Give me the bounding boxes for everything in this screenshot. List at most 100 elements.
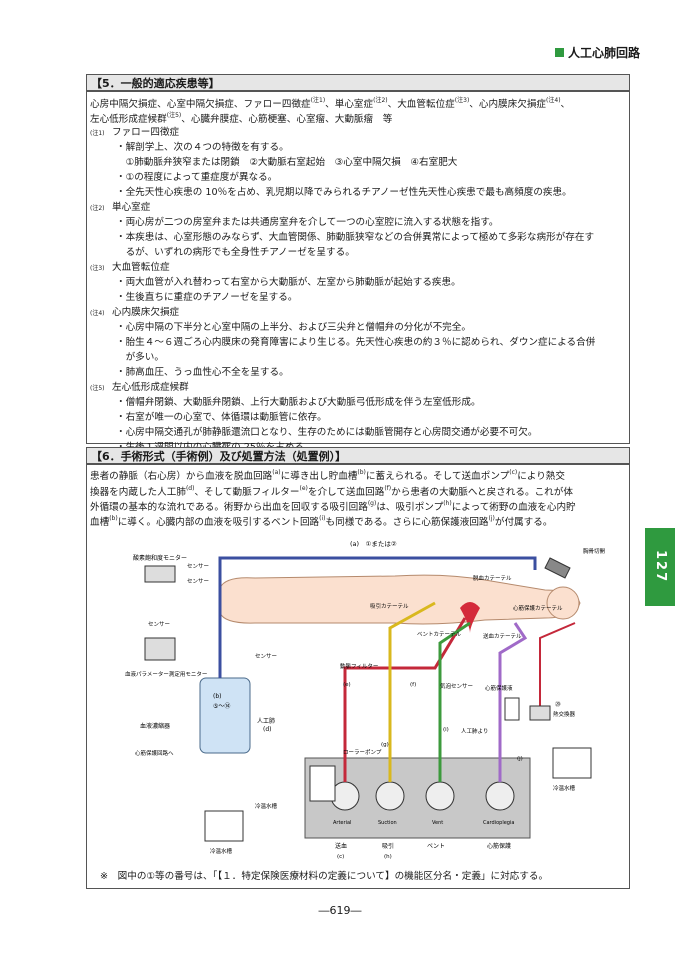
section6-para-line1: 患者の静脈（右心房）から血液を脱血回路(a)に導き出し貯血槽(b)に蓄えられる。… [90,469,565,482]
label-art-lung-from: 人工肺より [461,728,488,735]
note-line: ・両心房が二つの房室弁または共通房室弁を介して一つの心室腔に流入する状態を指す。 [116,217,499,228]
label-suction: Suction [378,820,397,826]
label-cardio-jp: 心筋保護 [487,842,511,850]
patient-body [219,574,581,625]
section6-para-line3: 外循環の基本的な流れである。術野から出血を回収する吸引回路(g)は、吸引ポンプ(… [90,500,576,513]
cardioplegia-line [498,622,528,782]
circuit-svg: (a) ①または② 酸素飽和度モニター センサー センサー センサー センサー … [125,540,611,860]
note-line: るが、いずれの病形でも全身性チアノーゼを呈する。 [116,247,355,258]
note-mark: (注2) [90,205,105,212]
sternal-saw-icon [544,557,571,579]
note-title: 心内膜床欠損症 [112,307,180,318]
label-to-cardio: 心筋保護回路へ [135,749,174,757]
section6-para-line2: 換器を内蔵した人工肺(d)、そして動脈フィルター(e)を介して送血回路(f)から… [90,485,573,498]
section6-para-line4: 血槽(b)に導く。心臓内部の血液を吸引するベント回路(i)も同様である。さらに心… [90,515,553,528]
note-title: 大血管転位症 [112,262,170,273]
green-square-icon [554,48,564,57]
note-line: ・胎生４～６週ごろ心内膜床の発育障害により生じる。先天性心疾患の約３％に認められ… [116,337,596,348]
tank-center [309,765,336,802]
note-line: ①肺動脈弁狭窄または閉鎖 ②大動脈右室起始 ③心室中隔欠損 ④右室肥大 [116,157,458,168]
note-title: 左心低形成症候群 [112,382,189,393]
note-line: ・肺高血圧、うっ血性心不全を呈する。 [116,367,289,378]
heat-exchanger [529,705,551,721]
vent-line [438,621,471,782]
label-suction-cath: 吸引カテーテル [370,602,409,610]
note-line: ・生後直ちに重症のチアノーゼを呈する。 [116,292,298,303]
page-side-tab: 127 [645,528,675,606]
label-heat-ex-num: ⑳ [555,700,561,708]
section5-heading: 【5．一般的適応疾患等】 [86,74,630,91]
drain-line [218,556,537,678]
section-title-header: 人工心肺回路 [554,44,640,61]
cardiopulmonary-bypass-diagram: (a) ①または② 酸素飽和度モニター センサー センサー センサー センサー … [105,528,611,863]
label-reservoir2: ⑤～⑭ [213,702,230,710]
label-g: (g) [381,742,389,748]
label-sensor2: センサー [187,578,209,585]
label-suction-jp: 吸引 [382,842,394,850]
label-j: (j) [517,756,523,762]
label-arterial-jp: 送血 [335,842,347,850]
label-heat-ex: 熱交換器 [553,710,576,718]
note-line: ・①の程度によって重症度が異なる。 [116,172,278,183]
note-mark: (注1) [90,130,105,137]
label-cp-cath: 心筋保護カテーテル [513,604,563,612]
label-oxygenator: 人工肺 [257,718,275,725]
note-line: ・本疾患は、心室形態のみならず、大血管関係、肺動脈狭窄などの合併異常によって極め… [116,232,595,243]
label-cold-tank1: 冷温水槽 [255,802,278,810]
label-filter: 動脈フィルター [340,662,378,670]
label-roller: ローラーポンプ [343,749,382,756]
note-line: ・全先天性心疾患の 10％を占め、乳児期以降でみられるチアノーゼ性先天性心疾患で… [116,187,572,198]
label-vent-cath: ベントカテーテル [417,631,462,638]
label-concentrator: 血液濃縮器 [140,722,170,730]
label-reservoir: (b) [213,693,222,700]
label-cold-tank3: 冷温水槽 [553,784,576,792]
label-send-cath: 送血カテーテル [483,632,522,640]
vent-pump [425,781,455,811]
label-cp-fluid: 心筋保護液 [485,684,513,692]
label-drain-cath: 脱血カテーテル [473,574,512,582]
section-title: 人工心肺回路 [567,46,640,60]
label-cardioplegia: Cardioplegia [483,820,514,826]
note-title: ファロー四徴症 [112,127,180,138]
label-top: (a) ①または② [350,540,397,548]
label-arterial-c: (c) [337,854,344,860]
send-line [343,617,467,782]
note-mark: (注5) [90,385,105,392]
note-line: ・右室が唯一の心室で、体循環は動脈管に依存。 [116,412,327,423]
suction-line [388,601,436,782]
label-monitor: 血液パラメーター測定用モニター [125,670,207,678]
note-line: ・僧帽弁閉鎖、大動脈弁閉鎖、上行大動脈および大動脈弓低形成を伴う左室低形成。 [116,397,481,408]
note-line: ・解剖学上、次の４つの特徴を有する。 [116,142,289,153]
note-line: が多い。 [116,352,164,363]
spo2-monitor [144,565,176,583]
section6-heading: 【6．手術形式（手術例）及び処置方法（処置例）】 [86,447,630,464]
label-vent-jp: ベント [427,843,445,850]
heat-line [539,622,576,708]
blood-param-monitor [144,637,176,661]
label-spo2: 酸素飽和度モニター [133,554,187,562]
cold-tank-left [204,810,244,842]
label-bubble: 気泡センサー [440,682,473,690]
label-sensor3: センサー [148,621,170,628]
note-mark: (注4) [90,310,105,317]
figure-note: ※ 図中の①等の番号は、「【１．特定保険医療材料の定義について】の機能区分名・定… [100,871,549,882]
cardioplegia-pump [485,781,515,811]
patient-head [546,586,580,620]
section6-box [86,464,630,889]
label-i: (i) [443,727,449,733]
venous-reservoir [199,677,251,754]
label-vent: Vent [432,820,443,826]
section5-box [86,91,630,444]
cp-fluid-bag [504,697,520,721]
suction-pump [375,781,405,811]
note-line: ・心房中隔の下半分と心室中隔の上半分、および三尖弁と僧帽弁の分化が不完全。 [116,322,471,333]
label-sensor-b: センサー [255,653,277,660]
label-suction-h: (h) [384,854,392,860]
heart-icon [460,602,480,633]
section5-intro-line1: 心房中隔欠損症、心室中隔欠損症、ファロー四徴症(注1)、単心室症(注2)、大血管… [90,97,571,110]
label-sensor1: センサー [187,563,209,570]
label-arterial: Arterial [333,820,351,826]
note-line: ・心房中隔交通孔が肺静脈還流口となり、生存のためには動脈管開存と心房間交通が必要… [116,427,538,438]
label-filter-e: (e) [343,682,351,688]
label-cold-tank2: 冷温水槽 [210,847,233,855]
